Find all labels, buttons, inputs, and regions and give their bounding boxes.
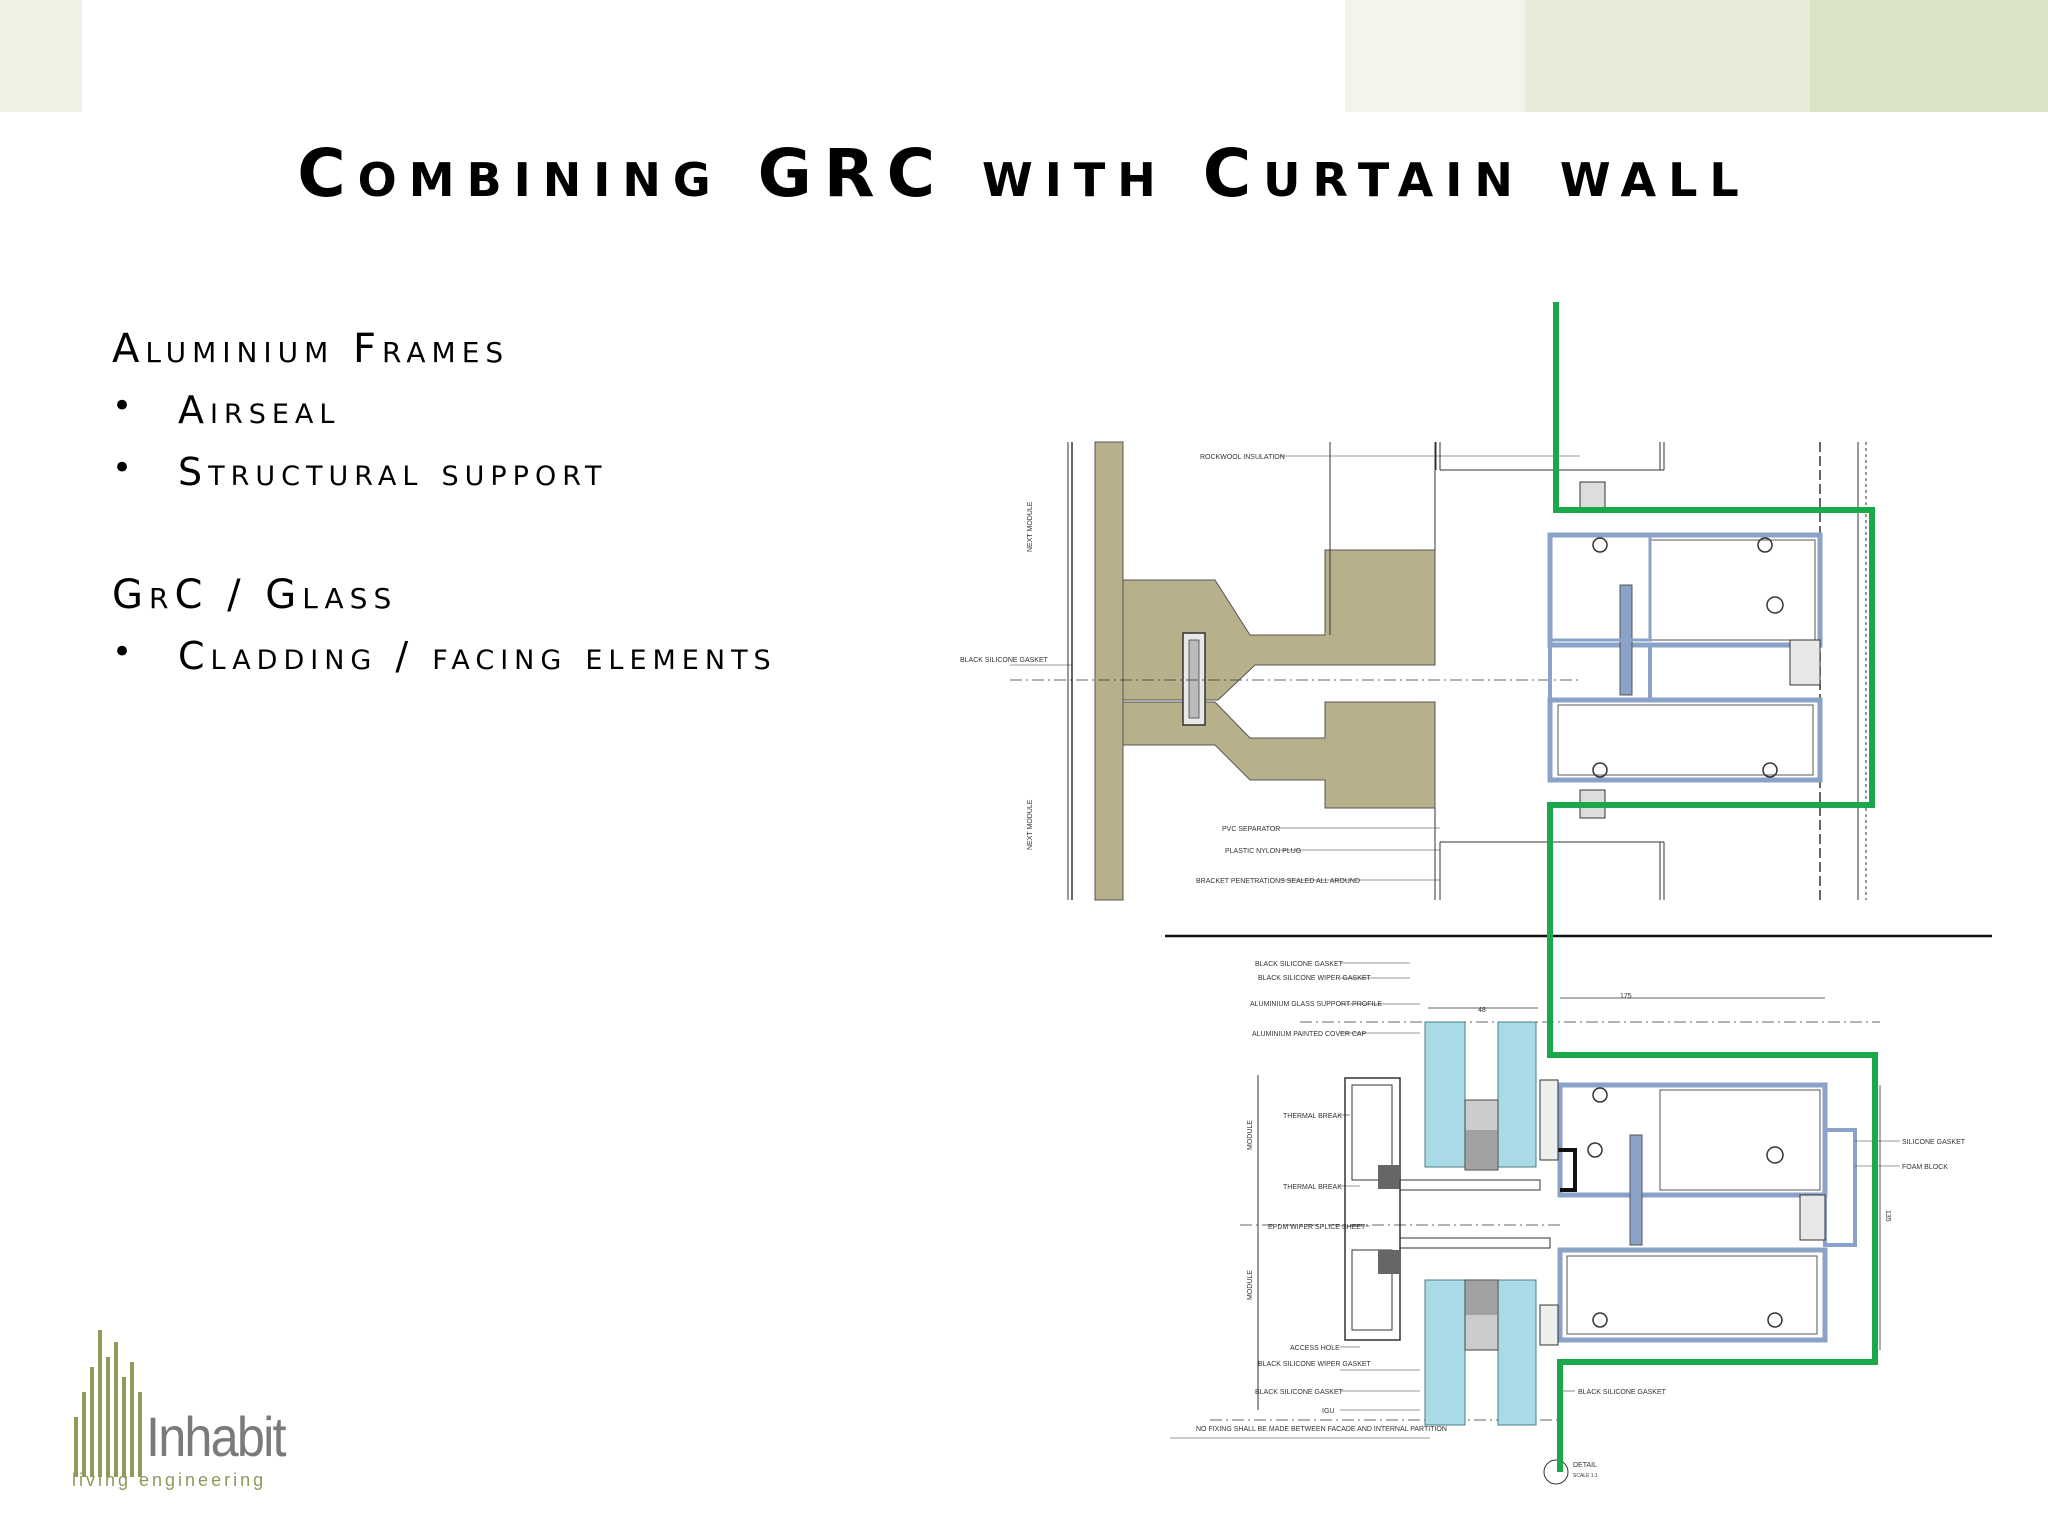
drawing-label: FOAM BLOCK [1902,1164,1948,1171]
grc-panel [1094,441,1124,901]
glass-pane [1424,1279,1466,1426]
dimension-label: 48 [1478,1007,1486,1014]
slide-title: Combining GRC with Curtain wall [297,135,1751,212]
bullet-dot: • [112,632,133,672]
drawing-label: NO FIXING SHALL BE MADE BETWEEN FACADE A… [1196,1426,1447,1433]
section-heading-grc-glass: GrC / Glass [112,572,398,618]
drawing-label: BLACK SILICONE WIPER GASKET [1258,1361,1372,1368]
bullet-text: Airseal [178,388,341,432]
aluminium-frame [1547,532,1823,648]
dimension-label: 135 [1884,1210,1891,1222]
drawing-label: NEXT MODULE [1027,501,1034,552]
drawing-label: ALUMINIUM PAINTED COVER CAP [1252,1031,1367,1038]
drawing-label: IGU [1322,1408,1334,1415]
drawing-label: ALUMINIUM GLASS SUPPORT PROFILE [1250,1001,1382,1008]
drawing-label: MODULE [1247,1270,1254,1300]
drawing-label: BLACK SILICONE WIPER GASKET [1258,975,1372,982]
drawing-label: ACCESS HOLE [1290,1345,1340,1352]
dimension-label: 175 [1620,993,1632,1000]
bullet-dot: • [112,448,133,488]
glass-pane [1424,1021,1466,1168]
drawing-label: PVC SEPARATOR [1222,826,1280,833]
grc-panel [1122,549,1436,701]
drawing-label: PLASTIC NYLON PLUG [1225,848,1301,855]
drawing-label: ROCKWOOL INSULATION [1200,454,1285,461]
bullet-dot: • [112,386,133,426]
drawing-label: DETAIL [1573,1462,1597,1469]
drawing-label: THERMAL BREAK [1283,1184,1342,1191]
logo-tagline: living engineering [72,1470,267,1490]
drawing-label: BLACK SILICONE GASKET [1578,1389,1667,1396]
drawing-label: BRACKET PENETRATIONS SEALED ALL AROUND [1196,878,1360,885]
drawing-label: SCALE 1:1 [1573,1473,1598,1479]
glass-pane [1497,1021,1537,1168]
upper-detail: ROCKWOOL INSULATION NEXT MODULE BLACK SI… [960,441,1867,901]
drawing-label: EPDM WIPER SPLICE SHEET [1268,1224,1366,1231]
bullet-text: Cladding / facing elements [178,634,777,678]
band-block [0,0,82,112]
highlight-line [1547,302,1878,1472]
drawing-label: SILICONE GASKET [1902,1139,1966,1146]
drawing-label: BLACK SILICONE GASKET [960,657,1049,664]
aluminium-frame [1547,697,1823,783]
bullet-text: Structural support [178,450,608,494]
drawing-label: MODULE [1247,1120,1254,1150]
band-block [1345,0,1525,112]
insulation-block [1579,481,1606,511]
drawing-label: BLACK SILICONE GASKET [1255,1389,1344,1396]
band-block [1525,0,1810,112]
glass-pane [1497,1279,1537,1426]
band-block [1810,0,2048,112]
inhabit-logo-mark [74,1330,142,1477]
drawing-label: THERMAL BREAK [1283,1113,1342,1120]
drawing-label: NEXT MODULE [1027,799,1034,850]
grc-panel [1122,701,1436,809]
logo-wordmark: Inhabit [146,1405,287,1468]
section-heading-aluminium: Aluminium Frames [112,326,510,372]
drawing-label: BLACK SILICONE GASKET [1255,961,1344,968]
lower-detail: BLACK SILICONE GASKET BLACK SILICONE WIP… [1170,961,1966,1485]
header-band [0,0,2048,112]
